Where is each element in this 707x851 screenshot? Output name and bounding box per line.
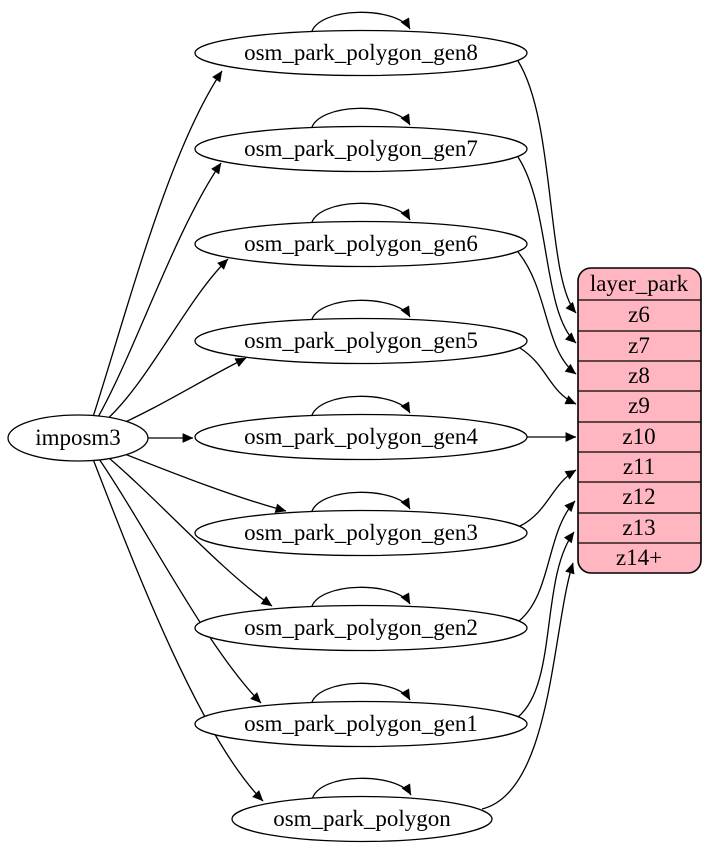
gen2-ellipse xyxy=(194,604,528,652)
gen3-label: osm_park_polygon_gen3 xyxy=(244,520,478,545)
imposm3-label: imposm3 xyxy=(35,425,121,450)
layer-row-z14: z14+ xyxy=(616,545,662,570)
node-imposm3: imposm3 xyxy=(7,414,149,462)
gen1-label: osm_park_polygon_gen1 xyxy=(244,711,478,736)
self-loop-gen1 xyxy=(310,682,411,706)
self-loop-gen7 xyxy=(310,107,411,131)
edge-imposm3-to-gen7 xyxy=(96,162,222,420)
layer-row-z12: z12 xyxy=(622,484,655,509)
node-osm-park-polygon-gen5: osm_park_polygon_gen5 xyxy=(194,317,528,365)
node-osm-park-polygon-gen3: osm_park_polygon_gen3 xyxy=(194,509,528,557)
edge-imposm3-to-polygon xyxy=(92,458,264,802)
self-loop-gen5 xyxy=(310,299,411,323)
layer-node-box xyxy=(577,267,702,574)
polygon-ellipse xyxy=(231,795,493,843)
gen5-ellipse xyxy=(194,317,528,365)
self-loop-gen2 xyxy=(310,586,411,610)
gen8-label: osm_park_polygon_gen8 xyxy=(244,40,478,65)
edge-imposm3-to-gen1 xyxy=(96,455,262,704)
edge-polygon-to-z14 xyxy=(481,562,575,810)
edges xyxy=(92,11,577,810)
node-osm-park-polygon: osm_park_polygon xyxy=(231,795,493,843)
gen1-ellipse xyxy=(194,700,528,748)
layer-node: layer_park z6 z7 z8 z9 z10 z11 z12 z13 z… xyxy=(577,267,702,574)
node-osm-park-polygon-gen6: osm_park_polygon_gen6 xyxy=(194,220,528,268)
edge-imposm3-to-gen8 xyxy=(92,70,223,418)
edge-gen1-to-z13 xyxy=(517,531,575,718)
edge-gen5-to-z9 xyxy=(519,347,577,405)
gen3-ellipse xyxy=(194,509,528,557)
gen4-ellipse xyxy=(194,413,528,461)
gen5-label: osm_park_polygon_gen5 xyxy=(244,328,478,353)
edge-imposm3-to-gen5 xyxy=(111,357,247,429)
edge-gen3-to-z11 xyxy=(519,469,577,527)
layer-row-z10: z10 xyxy=(622,424,655,449)
layer-row-z9: z9 xyxy=(628,393,650,418)
edge-imposm3-to-gen6 xyxy=(102,258,229,424)
self-loop-gen4 xyxy=(310,395,411,419)
edge-gen6-to-z8 xyxy=(517,251,577,375)
edge-gen2-to-z12 xyxy=(518,500,576,622)
layer-row-z13: z13 xyxy=(622,515,655,540)
gen2-label: osm_park_polygon_gen2 xyxy=(244,615,478,640)
layer-row-z7: z7 xyxy=(628,333,650,358)
gen6-ellipse xyxy=(194,220,528,268)
self-loop-polygon xyxy=(311,777,412,801)
edge-gen7-to-z7 xyxy=(517,156,577,344)
node-osm-park-polygon-gen2: osm_park_polygon_gen2 xyxy=(194,604,528,652)
node-osm-park-polygon-gen4: osm_park_polygon_gen4 xyxy=(194,413,528,461)
imposm3-ellipse xyxy=(7,414,149,462)
node-osm-park-polygon-gen1: osm_park_polygon_gen1 xyxy=(194,700,528,748)
self-loop-gen6 xyxy=(310,202,411,226)
gen4-label: osm_park_polygon_gen4 xyxy=(244,424,478,449)
gen8-ellipse xyxy=(194,29,528,77)
gen7-ellipse xyxy=(194,125,528,173)
edge-imposm3-to-gen2 xyxy=(102,452,273,607)
edge-imposm3-to-gen3 xyxy=(111,448,287,513)
gen7-label: osm_park_polygon_gen7 xyxy=(244,136,478,161)
self-loop-gen8 xyxy=(310,11,411,35)
layer-row-z6: z6 xyxy=(628,302,650,327)
self-loop-gen3 xyxy=(310,491,411,515)
gen6-label: osm_park_polygon_gen6 xyxy=(244,231,478,256)
layer-row-z11: z11 xyxy=(623,454,655,479)
node-osm-park-polygon-gen8: osm_park_polygon_gen8 xyxy=(194,29,528,77)
polygon-label: osm_park_polygon xyxy=(273,806,451,831)
edge-gen8-to-z6 xyxy=(517,60,577,314)
layer-title: layer_park xyxy=(590,271,689,296)
layer-row-z8: z8 xyxy=(628,363,650,388)
node-osm-park-polygon-gen7: osm_park_polygon_gen7 xyxy=(194,125,528,173)
